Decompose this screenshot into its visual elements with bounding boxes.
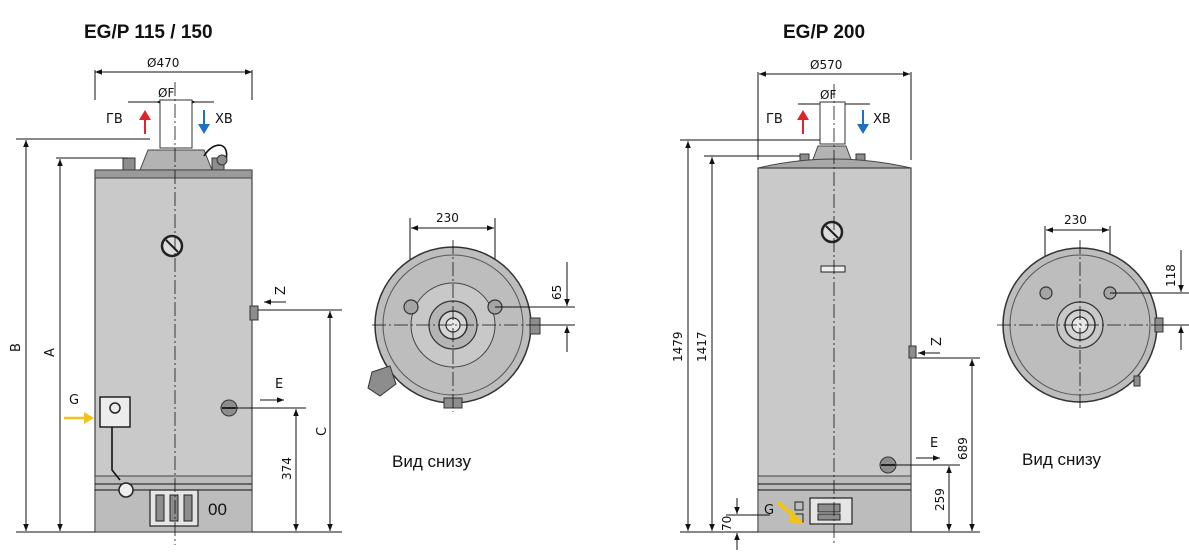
right-bottom-118-label: 118 — [1164, 264, 1178, 287]
right-bottom-230-label: 230 — [1064, 213, 1087, 227]
right-hot-label: ГВ — [766, 112, 783, 127]
left-bottom-230-label: 230 — [436, 211, 459, 225]
left-bottom-view: 230 65 Вид снизу — [367, 211, 575, 471]
left-hot-label: ГВ — [106, 112, 123, 127]
left-label-e: E — [275, 377, 283, 392]
left-flue-label: ØF — [158, 86, 174, 100]
left-cold-arrow-icon — [198, 110, 210, 134]
right-dim-259-label: 259 — [933, 488, 947, 511]
right-dim-1479-label: 1479 — [671, 331, 685, 362]
right-bottom-caption: Вид снизу — [1022, 450, 1101, 469]
left-heater-front-view: EG/P 115 / 150 Ø470 ØF ГВ ХВ — [9, 22, 342, 545]
right-title: EG/P 200 — [783, 22, 865, 43]
right-dim-70-label: 70 — [720, 516, 734, 531]
left-label-z: Z — [274, 286, 289, 295]
right-label-g: G — [764, 503, 774, 518]
left-label-b: B — [9, 343, 24, 352]
left-gas-arrow-icon — [84, 412, 94, 424]
right-cold-arrow-icon — [857, 110, 869, 134]
left-gas-valve — [99, 396, 131, 428]
left-bottom-valve — [367, 365, 397, 397]
left-flue-pipe — [159, 99, 193, 149]
right-hot-arrow-icon — [797, 110, 809, 134]
right-cold-label: ХВ — [873, 112, 891, 127]
left-hot-arrow-icon — [139, 110, 151, 134]
right-dim-689-label: 689 — [956, 437, 970, 460]
right-bottom-view: 230 118 Вид снизу — [997, 213, 1189, 469]
left-diameter-label: Ø470 — [147, 56, 179, 70]
right-dim-1417-label: 1417 — [695, 331, 709, 362]
left-label-c: C — [315, 427, 330, 436]
right-flue-pipe — [819, 101, 846, 145]
left-panel-mark: 00 — [208, 500, 227, 519]
left-tank-body — [94, 169, 253, 533]
left-cold-label: ХВ — [215, 112, 233, 127]
right-heater-front-view: EG/P 200 Ø570 ØF ГВ ХВ — [671, 22, 980, 550]
left-bottom-caption: Вид снизу — [392, 452, 471, 471]
left-label-a: A — [43, 348, 58, 357]
right-flue-label: ØF — [820, 88, 836, 102]
right-label-z: Z — [930, 337, 945, 346]
left-bottom-65-label: 65 — [550, 285, 564, 300]
right-gas-arrow-icon — [788, 510, 804, 524]
right-diameter-label: Ø570 — [810, 58, 842, 72]
left-top-cap — [139, 149, 213, 171]
right-label-e: E — [930, 436, 938, 451]
left-label-g: G — [69, 393, 79, 408]
left-dim-374-label: 374 — [280, 457, 294, 480]
left-title: EG/P 115 / 150 — [84, 22, 213, 43]
